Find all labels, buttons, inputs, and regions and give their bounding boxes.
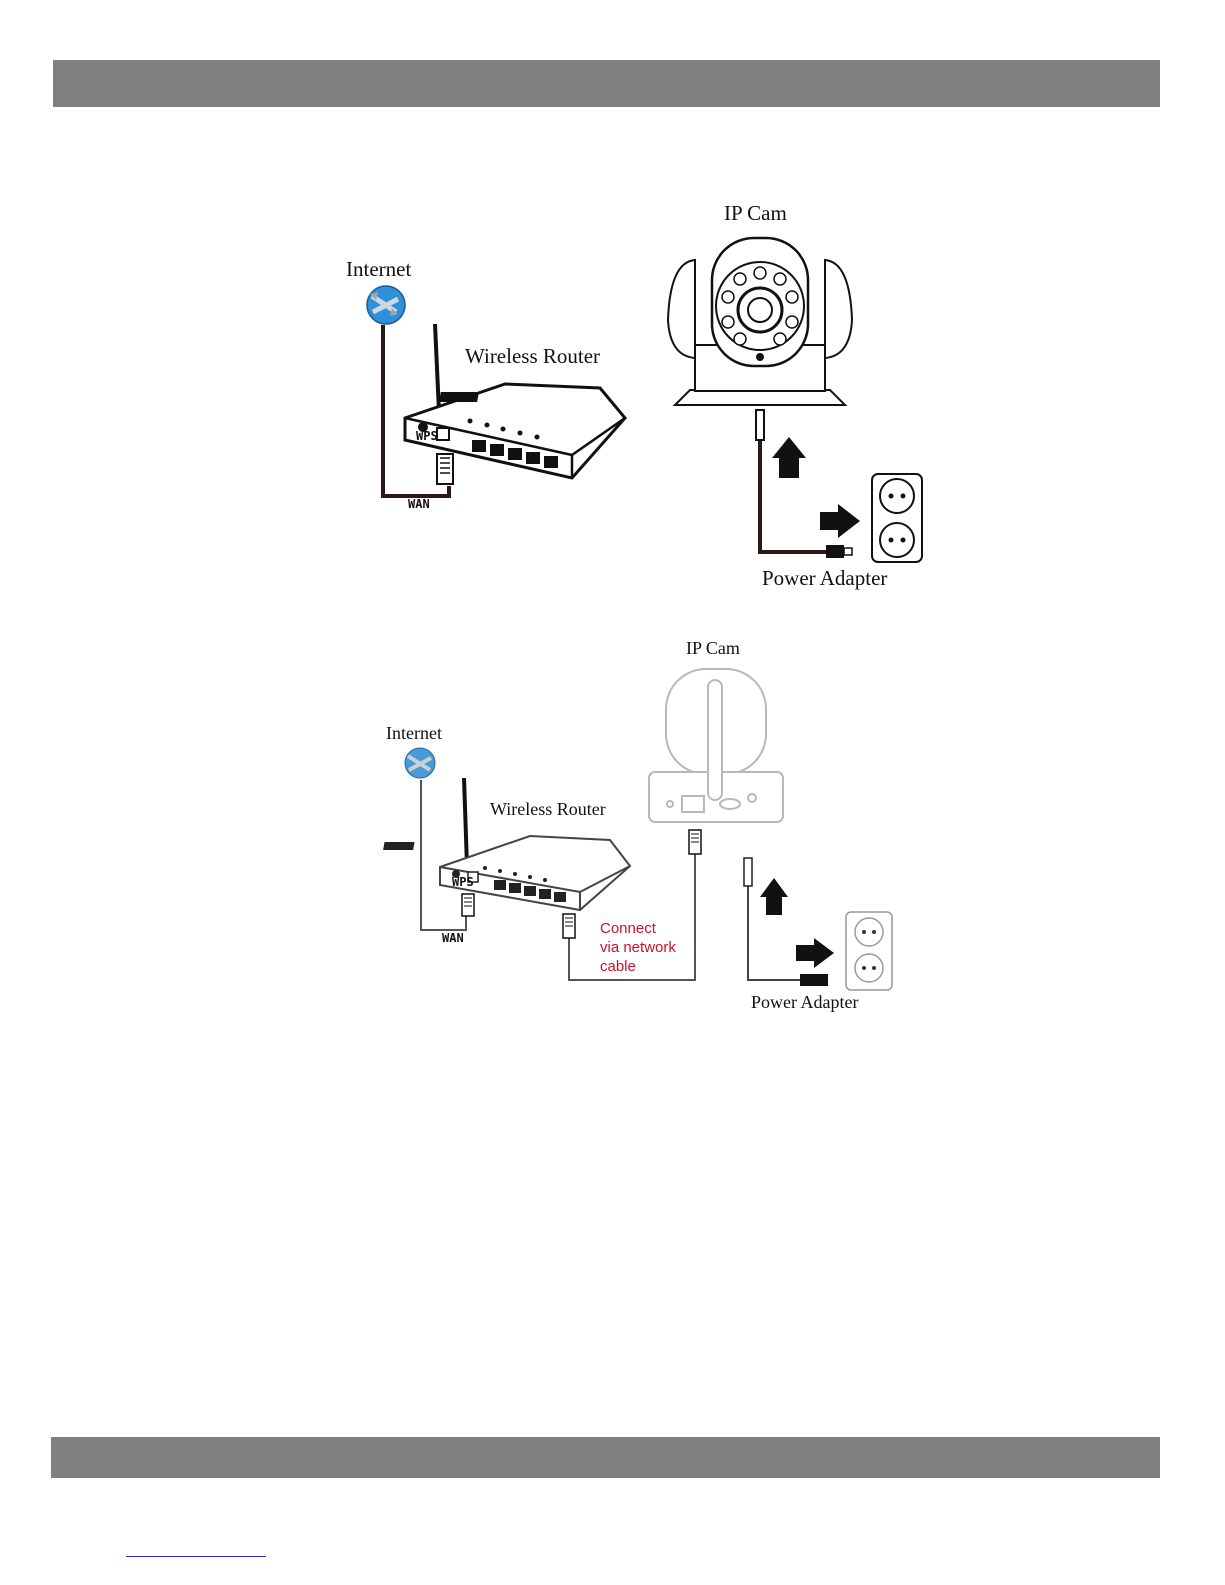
cable-note-line-3: cable [600,958,636,975]
rj45-plug-icon [689,830,701,854]
power-outlet-icon [846,912,892,990]
ip-camera-back-icon [649,669,783,822]
arrow-right-icon [820,504,860,538]
power-outlet-icon [872,474,922,562]
wan-cable [421,780,466,930]
ip-camera-front-icon [668,238,852,405]
camera-label: IP Cam [724,201,787,225]
router-label: Wireless Router [465,344,600,368]
router-label: Wireless Router [490,799,606,819]
rj45-plug-icon [563,914,575,938]
power-plug-tip [744,858,752,886]
diagram-wireless-setup: Internet WAN [346,201,922,590]
arrow-right-icon [796,938,834,968]
wps-label: WPS [416,429,438,443]
internet-globe-icon [405,748,435,778]
power-plug-icon [826,545,844,558]
footer-link-underline[interactable] [126,1556,266,1557]
power-plug-icon [800,974,828,986]
footer-bar [51,1437,1160,1478]
wan-label: WAN [442,931,464,945]
camera-label: IP Cam [686,638,740,658]
arrow-up-icon [760,878,788,915]
diagram-wired-setup: Internet WAN WPS W [383,638,892,1012]
arrow-up-icon [772,437,806,478]
power-cable [760,410,828,552]
internet-label: Internet [346,257,411,281]
power-plug-tip [756,410,764,440]
cable-note-line-1: Connect [600,920,657,937]
cable-note-line-2: via network [600,939,676,956]
rj45-plug-icon [437,454,453,484]
power-adapter-label: Power Adapter [751,992,858,1012]
wan-label: WAN [408,497,430,511]
power-adapter-label: Power Adapter [762,566,887,590]
wps-label: WPS [452,875,474,889]
internet-label: Internet [386,723,442,743]
internet-globe-icon [367,286,405,324]
rj45-plug-icon [462,894,474,916]
